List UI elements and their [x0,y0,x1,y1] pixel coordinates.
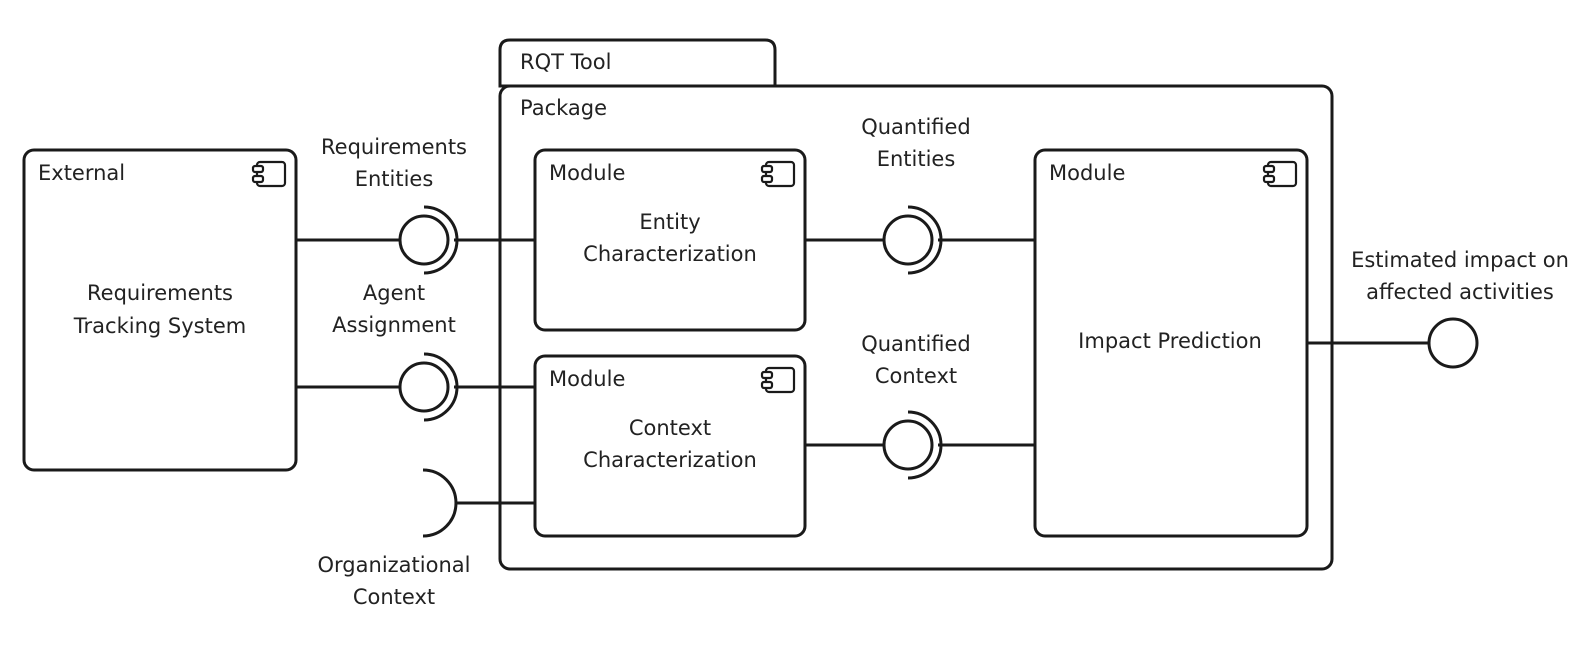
module-context-box [533,354,807,538]
component-icon [760,160,796,188]
label-requirements-line-1: Requirements [321,135,467,159]
label-agent-line-1: Agent [363,281,425,305]
provided-interface-ball [398,214,450,266]
module-impact-prediction: Module Impact Prediction [1033,148,1309,538]
required-interface-socket [907,410,943,480]
interface-requirements-entities: Requirements Entities [321,135,467,275]
label-requirements-line-2: Entities [355,167,434,191]
provided-interface-ball [882,419,934,471]
interface-organizational-context: Organizational Context [318,468,471,609]
provided-interface-ball [398,361,450,413]
label-quantified-context-line-2: Context [875,364,957,388]
required-interface-socket [423,352,459,422]
required-interface-socket [422,468,458,538]
module-entity-name-line-2: Characterization [583,242,757,266]
provided-interface-ball [882,214,934,266]
module-entity-name-line-1: Entity [639,210,700,234]
module-entity-stereotype: Module [549,161,625,185]
external-stereotype: External [38,161,125,185]
external-box [22,148,298,472]
module-impact-box [1033,148,1309,538]
label-quantified-entities-line-2: Entities [877,147,956,171]
label-organizational-line-2: Context [353,585,435,609]
package-tab [498,38,777,88]
external-name-line-1: Requirements [87,281,233,305]
interface-estimated-impact: Estimated impact on affected activities [1351,248,1569,369]
interface-agent-assignment: Agent Assignment [332,281,459,422]
label-quantified-context-line-1: Quantified [861,332,971,356]
module-context-characterization: Module Context Characterization [533,354,807,538]
component-icon [760,366,796,394]
label-estimated-impact-line-2: affected activities [1366,280,1554,304]
interface-quantified-entities: Quantified Entities [861,115,971,275]
module-impact-stereotype: Module [1049,161,1125,185]
connectors [296,238,1429,505]
required-interface-socket [907,205,943,275]
module-context-stereotype: Module [549,367,625,391]
package-label: Package [520,96,607,120]
module-context-name-line-2: Characterization [583,448,757,472]
label-organizational-line-1: Organizational [318,553,471,577]
label-agent-line-2: Assignment [332,313,456,337]
module-entity-box [533,148,807,332]
module-context-name-line-1: Context [629,416,711,440]
component-icon [251,160,287,188]
interface-quantified-context: Quantified Context [861,332,971,480]
required-interface-socket [423,205,459,275]
label-quantified-entities-line-1: Quantified [861,115,971,139]
package-tab-label: RQT Tool [520,50,611,74]
external-component: External Requirements Tracking System [22,148,298,472]
external-name-line-2: Tracking System [73,314,246,338]
module-entity-characterization: Module Entity Characterization [533,148,807,332]
provided-interface-ball [1427,317,1479,369]
label-estimated-impact-line-1: Estimated impact on [1351,248,1569,272]
module-impact-name: Impact Prediction [1078,329,1262,353]
component-icon [1262,160,1298,188]
